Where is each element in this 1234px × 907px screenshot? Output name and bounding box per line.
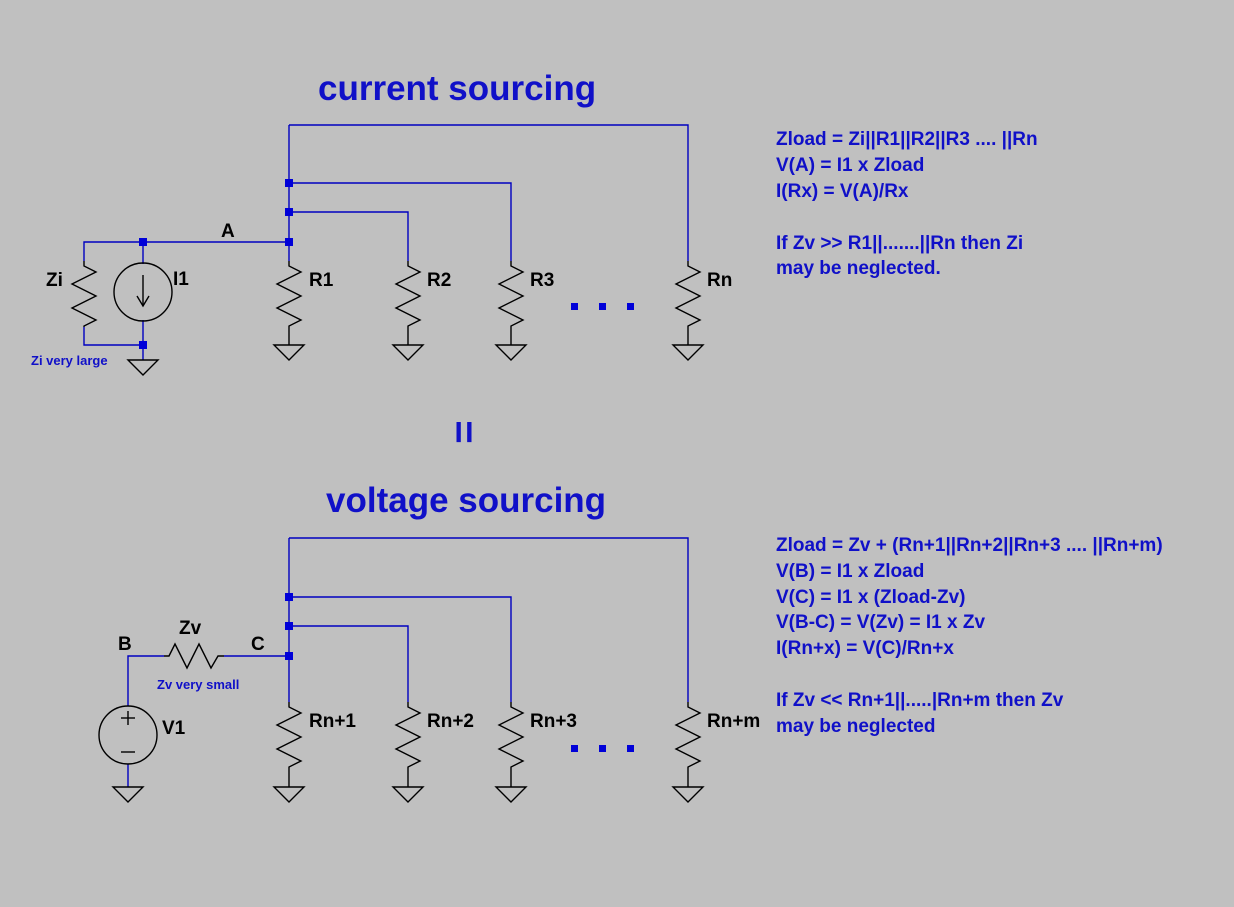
zi-resistor — [70, 261, 98, 327]
bottom-note-line: V(C) = I1 x (Zload-Zv) — [776, 587, 966, 608]
r2-label: R2 — [427, 270, 451, 291]
zi-label: Zi — [46, 270, 63, 291]
r1-resistor — [275, 261, 303, 345]
current-source-i1-symbol — [113, 262, 173, 322]
zv-resistor — [164, 642, 224, 670]
r2-resistor — [394, 261, 422, 345]
top-note-line: Zload = Zi||R1||R2||R3 .... ||Rn — [776, 129, 1038, 150]
i1-label: I1 — [173, 269, 189, 290]
v1-label: V1 — [162, 718, 186, 739]
r1-label: R1 — [309, 270, 334, 291]
bottom-note-line: Zload = Zv + (Rn+1||Rn+2||Rn+3 .... ||Rn… — [776, 535, 1163, 556]
zi-note: Zi very large — [31, 353, 108, 368]
rn-resistor — [674, 261, 702, 345]
top-ellipsis — [571, 303, 634, 310]
bottom-wires — [127, 537, 689, 787]
bottom-junction-dots — [285, 593, 293, 660]
rn1-label: Rn+1 — [309, 711, 356, 732]
rnm-label: Rn+m — [707, 711, 760, 732]
rn2-resistor — [394, 702, 422, 787]
bottom-note-line: V(B-C) = V(Zv) = I1 x Zv — [776, 612, 985, 633]
rn1-resistor — [275, 702, 303, 787]
rn-label: Rn — [707, 270, 732, 291]
top-note-line: If Zv >> R1||.......||Rn then Zi — [776, 233, 1023, 254]
node-b-label: B — [118, 634, 132, 655]
r3-resistor — [497, 261, 525, 345]
node-a-label: A — [221, 221, 235, 242]
top-notes: Zload = Zi||R1||R2||R3 .... ||Rn V(A) = … — [776, 129, 1038, 279]
bottom-title: voltage sourcing — [326, 481, 606, 520]
equals-sign: = — [442, 420, 486, 443]
top-junction-dots — [139, 179, 293, 349]
bottom-ellipsis — [571, 745, 634, 752]
rn3-resistor — [497, 702, 525, 787]
node-c-label: C — [251, 634, 265, 655]
top-note-line: I(Rx) = V(A)/Rx — [776, 181, 909, 202]
bottom-note-line: I(Rn+x) = V(C)/Rn+x — [776, 638, 954, 659]
zv-label: Zv — [179, 618, 202, 639]
top-note-line: V(A) = I1 x Zload — [776, 155, 924, 176]
top-note-line: may be neglected. — [776, 258, 941, 279]
svg-text:=: = — [442, 420, 486, 443]
rn3-label: Rn+3 — [530, 711, 577, 732]
top-wires — [83, 124, 689, 360]
top-title: current sourcing — [318, 69, 596, 108]
rnm-resistor — [674, 702, 702, 787]
bottom-note-line: V(B) = I1 x Zload — [776, 561, 924, 582]
zv-note: Zv very small — [157, 677, 239, 692]
bottom-note-line: may be neglected — [776, 716, 935, 737]
bottom-notes: Zload = Zv + (Rn+1||Rn+2||Rn+3 .... ||Rn… — [776, 535, 1163, 737]
rn2-label: Rn+2 — [427, 711, 474, 732]
top-ground-symbols — [126, 344, 705, 376]
bottom-ground-symbols — [111, 786, 705, 803]
r3-label: R3 — [530, 270, 554, 291]
bottom-note-line: If Zv << Rn+1||.....|Rn+m then Zv — [776, 690, 1064, 711]
voltage-source-v1-symbol — [98, 705, 158, 765]
